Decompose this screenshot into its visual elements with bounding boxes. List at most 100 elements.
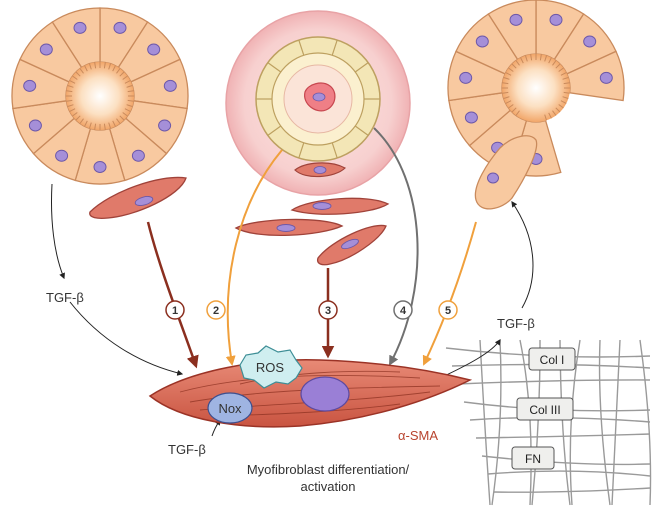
microvillus (503, 96, 510, 99)
microvillus (116, 68, 121, 74)
myofibroblast-nucleus (300, 376, 350, 412)
fibroblast-center-3 (316, 224, 387, 266)
microvillus (503, 77, 510, 80)
epithelial-nucleus (93, 161, 107, 173)
microvillus (502, 82, 509, 85)
vessel-wall-segment (331, 142, 338, 159)
collagen-fiber (569, 339, 581, 506)
collagen-fiber (639, 339, 652, 506)
microvillus (94, 123, 97, 130)
col-i-label: Col I (540, 353, 565, 367)
microvillus (75, 71, 81, 77)
fn-label: FN (525, 452, 541, 466)
caption-line-2: activation (301, 479, 356, 494)
microvillus (530, 54, 533, 61)
tgf-beta-right-label: TGF-β (497, 316, 535, 331)
fibroblast-center-1 (290, 197, 390, 215)
tgf-beta-bottom-label: TGF-β (168, 442, 206, 457)
microvillus (122, 112, 128, 117)
pathway-number-3-label: 3 (325, 305, 331, 317)
fibroblast-center-2 (234, 218, 344, 237)
epithelial-nucleus (113, 21, 127, 34)
tgf-beta-left-label: TGF-β (46, 290, 84, 305)
myo-to-tgf-right-arrow (439, 339, 501, 379)
microvillus (124, 108, 131, 112)
microvillus (544, 55, 547, 62)
microvillus (84, 65, 88, 72)
epithelial-nucleus (73, 21, 87, 34)
epithelial-nucleus (55, 149, 69, 162)
microvillus (548, 57, 552, 64)
microvillus (72, 75, 78, 80)
vessel-wall-segment (267, 62, 282, 73)
microvillus (558, 67, 564, 72)
microvillus (563, 82, 570, 85)
microvillus (560, 72, 567, 76)
pathway-number-5-label: 5 (445, 305, 451, 317)
pathway-number-1-label: 1 (172, 305, 178, 317)
epithelial-nucleus (131, 149, 145, 162)
vessel-wall-segment (298, 39, 305, 56)
microvillus (505, 100, 512, 104)
ros-badge: ROS (239, 345, 303, 389)
acinus-lumen (66, 62, 134, 130)
microvillus (552, 110, 557, 116)
microvillus (84, 120, 88, 127)
alpha-sma-label: α-SMA (398, 428, 438, 443)
microvillus (69, 80, 76, 84)
collagen-fiber (479, 339, 491, 506)
microvillus (75, 115, 81, 121)
microvillus (548, 112, 552, 119)
microvillus (563, 91, 570, 94)
microvillus (502, 91, 509, 94)
ros-label: ROS (256, 360, 285, 375)
microvillus (103, 62, 106, 69)
fn-box: FN (511, 446, 555, 470)
epithelial-nucleus (158, 119, 172, 132)
collagen-fiber (491, 339, 502, 506)
microvillus (539, 54, 542, 61)
vessel-wall-segment (267, 125, 282, 136)
tgf-left-arrow (51, 183, 65, 280)
pathway-number-5: 5 (438, 300, 458, 320)
tgf-left-to-myo-arrow (69, 301, 184, 376)
pathway-number-3: 3 (318, 300, 338, 320)
caption-line-1: Myofibroblast differentiation/ (247, 462, 410, 477)
vessel-wall-segment (354, 125, 369, 136)
epithelial-nucleus (23, 79, 37, 92)
epithelial-nucleus (599, 71, 613, 84)
microvillus (511, 63, 517, 69)
collagen-fiber (598, 339, 611, 506)
pathway-number-4-label: 4 (400, 305, 407, 317)
collagen-fiber (457, 379, 651, 385)
pericyte (294, 162, 346, 178)
microvillus (72, 112, 78, 117)
microvillus (552, 60, 557, 66)
microvillus (127, 99, 134, 102)
epithelial-nucleus (163, 79, 177, 92)
microvillus (508, 104, 514, 109)
microvillus (515, 110, 520, 116)
nox-badge: Nox (207, 392, 253, 424)
pathway-1-arrow (146, 221, 199, 369)
microvillus (79, 68, 84, 74)
escaping-epithelial-cell (474, 135, 538, 210)
epithelial-nucleus (39, 43, 53, 56)
fibroblast-left (89, 176, 187, 219)
epithelial-nucleus (549, 13, 563, 26)
microvillus (127, 90, 134, 93)
microvillus (508, 67, 514, 72)
acinus-lumen (502, 54, 570, 122)
endothelial-cell (304, 82, 336, 112)
nox-label: Nox (218, 401, 242, 416)
microvillus (119, 71, 125, 77)
microvillus (124, 80, 131, 84)
epithelial-nucleus (475, 35, 489, 48)
collagen-fiber (611, 339, 621, 506)
microvillus (79, 118, 84, 124)
microvillus (558, 104, 564, 109)
microvillus (520, 57, 524, 64)
myofibroblast (148, 359, 473, 428)
microvillus (511, 107, 517, 113)
